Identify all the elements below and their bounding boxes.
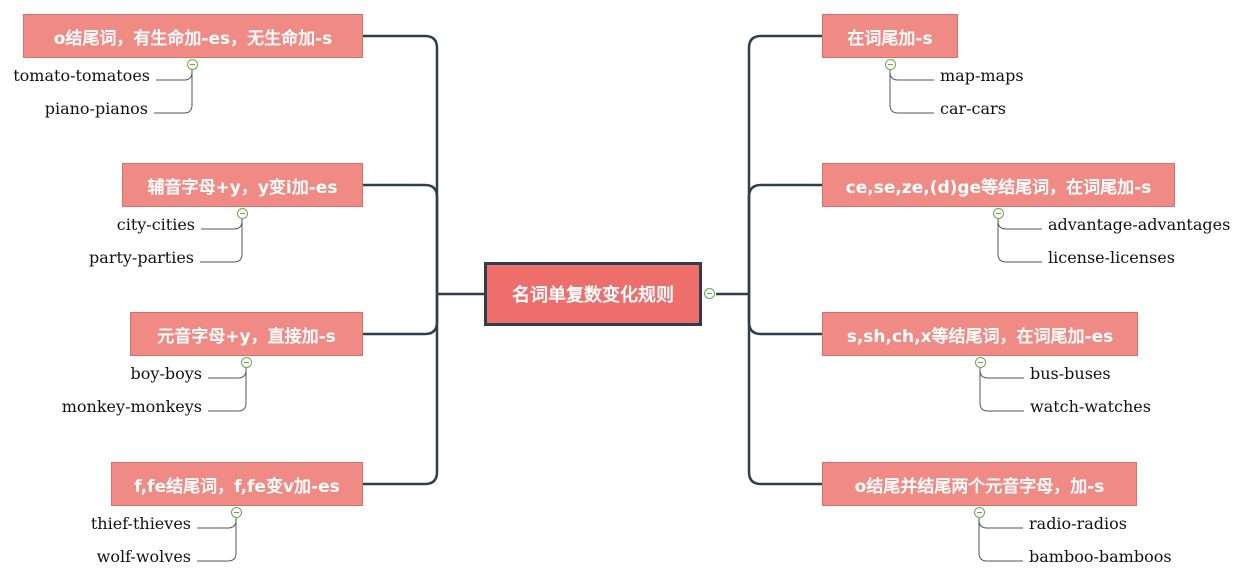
example-word: party-parties [89, 248, 194, 267]
collapse-icon[interactable] [974, 507, 985, 518]
collapse-icon[interactable] [237, 208, 248, 219]
branch-node[interactable]: o结尾词，有生命加-es，无生命加-s [23, 14, 363, 58]
example-word: wolf-wolves [96, 547, 191, 566]
branch-node[interactable]: 元音字母+y，直接加-s [130, 312, 363, 356]
leaf-connector [997, 214, 1042, 263]
branch-node[interactable]: o结尾并结尾两个元音字母，加-s [822, 462, 1137, 506]
branch-connector [363, 183, 439, 294]
collapse-icon[interactable] [704, 288, 715, 299]
example-word: city-cities [116, 215, 195, 234]
example-word: tomato-tomatoes [13, 66, 150, 85]
example-word: advantage-advantages [1048, 215, 1231, 234]
leaf-connector [889, 65, 934, 114]
branch-connector [747, 34, 822, 294]
example-word: watch-watches [1030, 397, 1151, 416]
leaf-connector [154, 65, 193, 114]
branch-node[interactable]: 辅音字母+y，y变i加-es [122, 163, 363, 207]
branch-node[interactable]: f,fe结尾词，f,fe变v加-es [111, 462, 363, 506]
branch-connector [747, 294, 822, 486]
branch-node[interactable]: s,sh,ch,x等结尾词，在词尾加-es [822, 312, 1138, 356]
example-word: monkey-monkeys [61, 397, 202, 416]
leaf-connector [208, 363, 247, 412]
example-word: radio-radios [1029, 514, 1127, 533]
collapse-icon[interactable] [241, 357, 252, 368]
leaf-connector [197, 513, 237, 562]
leaf-connector [979, 363, 1024, 412]
collapse-icon[interactable] [231, 507, 242, 518]
example-word: car-cars [940, 99, 1006, 118]
collapse-icon[interactable] [885, 59, 896, 70]
branch-connector [363, 294, 439, 486]
collapse-icon[interactable] [993, 208, 1004, 219]
collapse-icon[interactable] [187, 59, 198, 70]
example-word: piano-pianos [44, 99, 148, 118]
example-word: map-maps [940, 66, 1024, 85]
example-word: bus-buses [1030, 364, 1111, 383]
branch-node[interactable]: 在词尾加-s [822, 14, 958, 58]
example-word: bamboo-bamboos [1029, 547, 1172, 566]
example-word: thief-thieves [90, 514, 191, 533]
collapse-icon[interactable] [975, 357, 986, 368]
leaf-connector [200, 214, 243, 263]
central-topic[interactable]: 名词单复数变化规则 [484, 262, 702, 326]
leaf-connector [978, 513, 1023, 562]
example-word: boy-boys [130, 364, 202, 383]
branch-node[interactable]: ce,se,ze,(d)ge等结尾词，在词尾加-s [822, 163, 1175, 207]
branch-connector [363, 34, 439, 294]
branch-connector [747, 183, 822, 294]
example-word: license-licenses [1048, 248, 1175, 267]
